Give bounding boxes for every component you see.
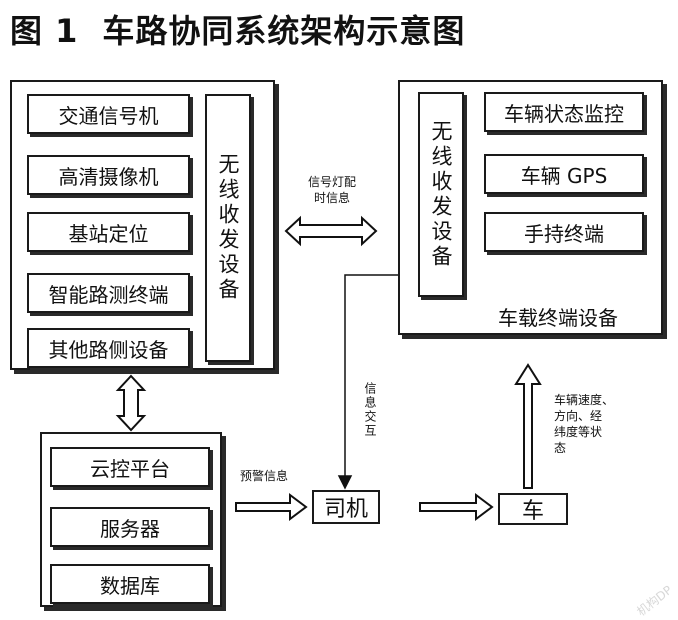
left-item-5: 其他路侧设备 — [27, 328, 190, 368]
right-item-1: 车辆状态监控 — [484, 92, 644, 132]
figure-title: 图 1 车路协同系统架构示意图 — [10, 6, 465, 52]
warning-label: 预警信息 — [240, 469, 289, 483]
cloud-item-3: 数据库 — [50, 564, 210, 604]
cloud-item-1: 云控平台 — [50, 447, 210, 487]
signal-timing-label: 信号灯配 时信息 — [308, 175, 357, 205]
right-item-2: 车辆 GPS — [484, 154, 644, 194]
figure-caption: 车路协同系统架构示意图 — [102, 12, 466, 50]
right-wireless-device: 无线收发设备 — [418, 92, 464, 297]
cloud-double-arrow — [115, 374, 147, 432]
warning-arrow — [235, 493, 308, 521]
left-item-4: 智能路测终端 — [27, 273, 190, 313]
vehicle-state-label: 车辆速度、 方向、经 纬度等状 态 — [554, 393, 615, 455]
figure-number: 图 1 — [10, 12, 79, 50]
left-wireless-device: 无线收发设备 — [205, 94, 251, 362]
driver-box: 司机 — [312, 490, 380, 524]
left-wireless-label: 无线收发设备 — [216, 153, 240, 303]
vehicle-terminal-label: 车载终端设备 — [498, 306, 618, 330]
left-item-2: 高清摄像机 — [27, 155, 190, 195]
right-item-3: 手持终端 — [484, 212, 644, 252]
left-item-1: 交通信号机 — [27, 94, 190, 134]
info-exchange-line — [337, 274, 398, 490]
car-box: 车 — [498, 493, 568, 525]
cloud-item-2: 服务器 — [50, 507, 210, 547]
right-wireless-label: 无线收发设备 — [429, 119, 453, 270]
signal-double-arrow — [284, 215, 378, 247]
vehicle-state-arrow — [514, 363, 542, 489]
driver-car-arrow — [419, 493, 494, 521]
left-item-3: 基站定位 — [27, 212, 190, 252]
info-exchange-label: 信息交互 — [363, 382, 377, 438]
